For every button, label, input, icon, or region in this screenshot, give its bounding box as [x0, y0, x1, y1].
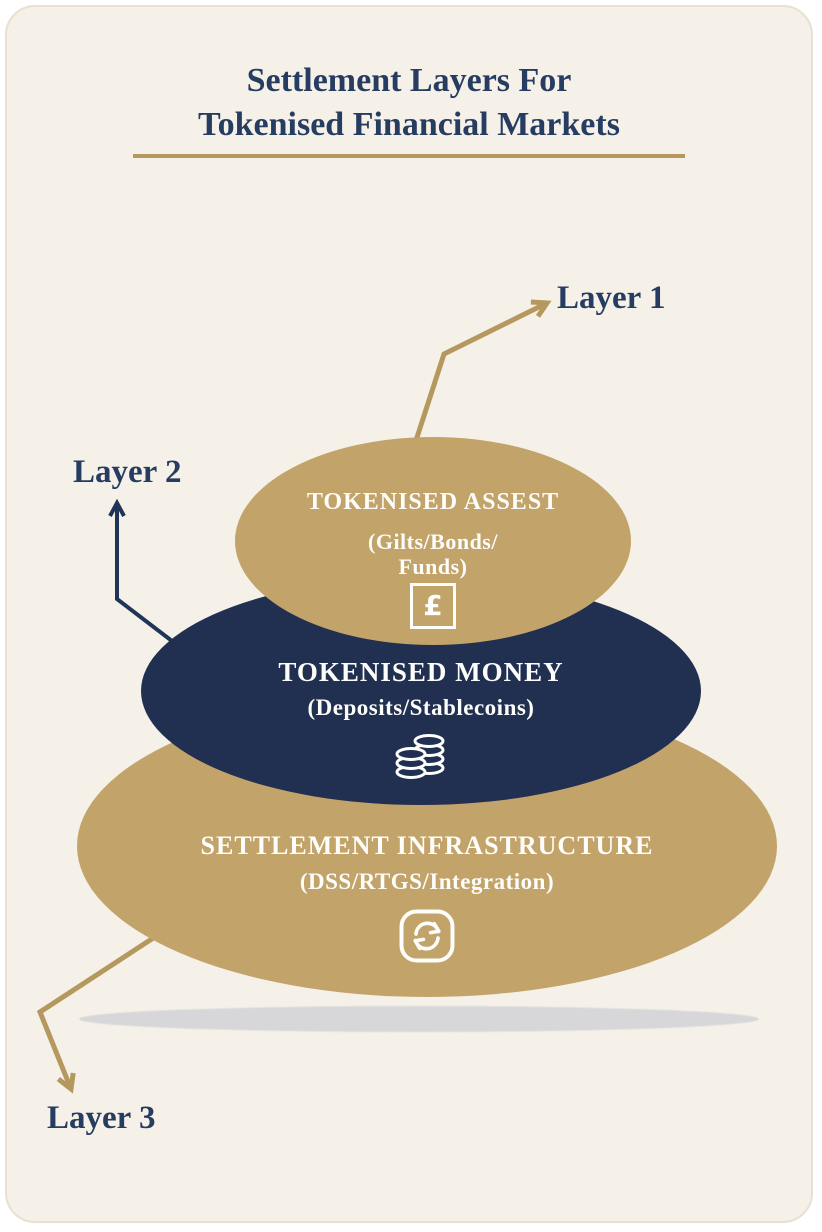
title-line-2: Tokenised Financial Markets [198, 106, 620, 143]
tokenised-money-subtext: (Deposits/Stablecoins) [307, 695, 535, 720]
pound-sterling-icon: £ [410, 583, 456, 629]
settlement-infrastructure-subtext: (DSS/RTGS/Integration) [299, 869, 555, 894]
tokenised-assets-heading: TOKENISED ASSEST [306, 489, 560, 515]
page-title: Settlement Layers For Tokenised Financia… [7, 59, 811, 158]
pound-sterling-glyph: £ [423, 589, 443, 622]
layer3-label: Layer 3 [47, 1100, 156, 1136]
coins-icon [395, 734, 445, 779]
tokenised-assets-subtext-line2: Funds) [398, 554, 468, 579]
layer-ellipse-tokenised-assets: TOKENISED ASSEST (Gilts/Bonds/ Funds) £ [235, 437, 631, 645]
layer-arrows [36, 7, 813, 1223]
ground-shadow [79, 1006, 759, 1032]
layer1-arrow [407, 303, 547, 460]
title-line-1: Settlement Layers For [246, 62, 572, 99]
tokenised-assets-subtext: (Gilts/Bonds/ Funds) [235, 529, 631, 579]
layer3-arrow [36, 926, 169, 1089]
title-underline [133, 154, 685, 158]
tokenised-assets-subtext-line1: (Gilts/Bonds/ [368, 529, 498, 554]
tokenised-money-heading: TOKENISED MONEY [278, 657, 564, 687]
settlement-infrastructure-heading: SETTLEMENT INFRASTRUCTURE [200, 831, 654, 860]
infographic-card: Settlement Layers For Tokenised Financia… [5, 5, 813, 1223]
sync-icon [399, 909, 455, 963]
layer1-label: Layer 1 [557, 280, 666, 316]
layer2-label: Layer 2 [73, 454, 182, 490]
settlement-layers-diagram: SETTLEMENT INFRASTRUCTURE (DSS/RTGS/Inte… [7, 7, 813, 1223]
layer2-arrow [108, 498, 174, 643]
